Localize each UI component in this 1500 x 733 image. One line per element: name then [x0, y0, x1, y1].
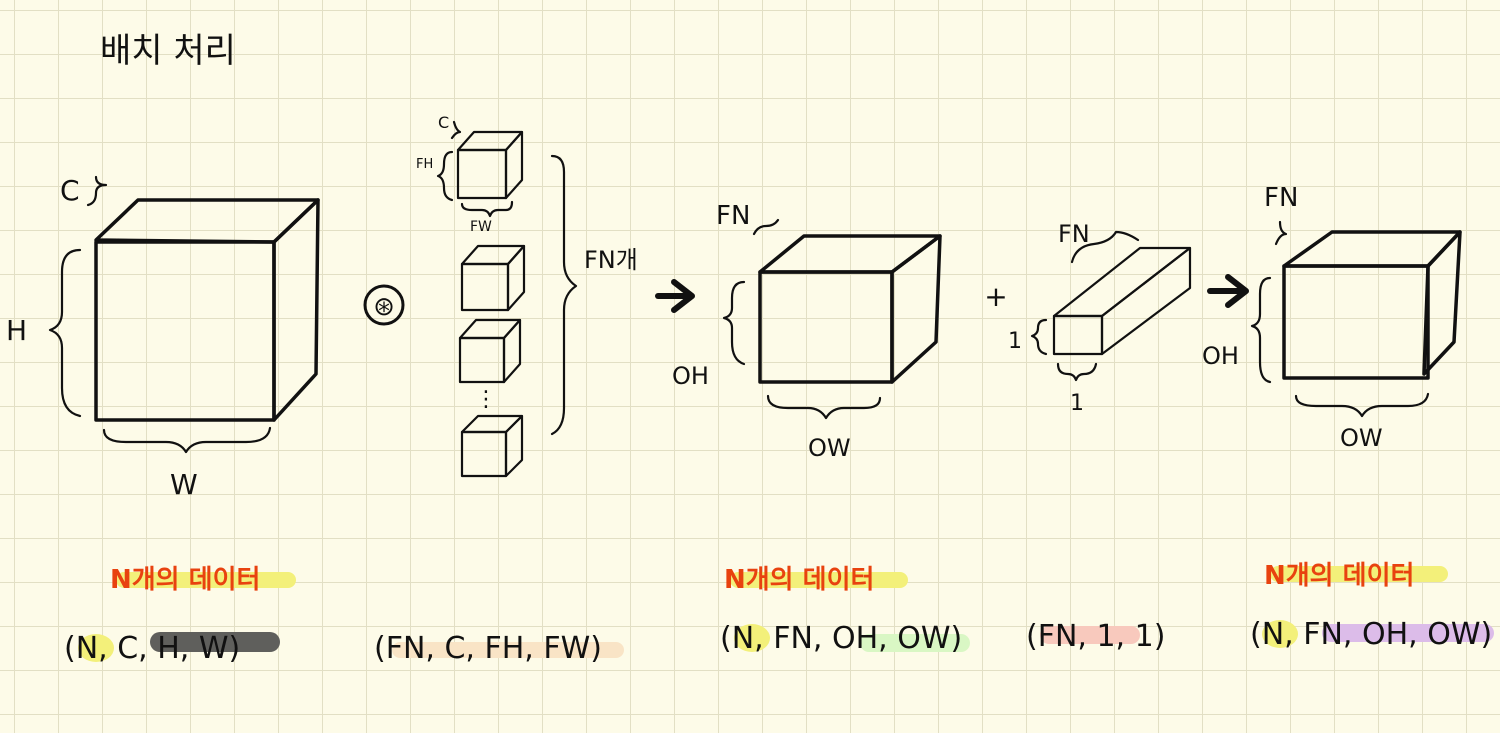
input-cube [94, 198, 320, 422]
final-oh-brace [1250, 276, 1272, 384]
filter-ellipsis: ⋮ [475, 387, 497, 412]
filter-count-label: FN개 [584, 246, 638, 274]
bias-bar [1052, 246, 1192, 356]
shape-n-highlight-2 [734, 624, 770, 652]
filter-cube-2 [460, 244, 526, 312]
shape-n-highlight-3 [1262, 620, 1298, 648]
bias-shape-highlight [1040, 626, 1140, 644]
output-oh-label: OH [672, 362, 709, 390]
final-oh-label: OH [1202, 342, 1239, 370]
output-ow-label: OW [808, 434, 851, 462]
input-cube-side [272, 198, 320, 422]
input-c-brace [86, 175, 108, 207]
caption-highlight-2 [730, 572, 908, 588]
convolution-operator-symbol: ⊛ [373, 292, 395, 322]
final-ow-brace [1294, 392, 1430, 418]
filter-fw-label: FW [470, 219, 492, 235]
final-fn-label: FN [1264, 183, 1298, 213]
output-shape: (N, FN, OH, OW) [720, 621, 962, 656]
input-cube-front [94, 240, 276, 422]
final-ow-label: OW [1340, 424, 1383, 452]
bias-shape: (FN, 1, 1) [1026, 619, 1165, 654]
final-cube [1282, 230, 1462, 380]
output-shape-highlight [860, 634, 970, 652]
bias-fn-brace [1070, 230, 1140, 264]
filter-fh-brace [436, 150, 454, 202]
shape-n-highlight-1 [78, 634, 114, 662]
final-fn-brace [1274, 220, 1288, 246]
shape-chw-highlight [150, 632, 280, 652]
input-shape: (N, C, H, W) [64, 631, 240, 666]
filter-cube-n [460, 414, 524, 478]
plus-operator: + [984, 280, 1007, 313]
bias-fn-label: FN [1058, 220, 1090, 248]
filter-count-brace [550, 154, 578, 436]
input-cube-top [94, 198, 320, 244]
final-shape: (N, FN, OH, OW) [1250, 617, 1492, 652]
filter-c-label: C [438, 113, 449, 132]
convolution-operator-icon [363, 284, 405, 326]
input-caption: N개의 데이터 [110, 565, 260, 595]
filter-fw-brace [460, 200, 514, 218]
filter-shape-highlight [392, 642, 624, 658]
bias-height-label: 1 [1008, 329, 1022, 354]
filter-shape: (FN, C, FH, FW) [374, 631, 602, 666]
right-arrow-icon-2 [1207, 274, 1249, 308]
bias-width-brace [1056, 362, 1098, 382]
input-c-label: C [60, 174, 80, 207]
filter-c-brace [450, 120, 462, 140]
output-caption: N개의 데이터 [724, 565, 874, 595]
bias-height-brace [1030, 318, 1048, 356]
output-ow-brace [766, 394, 882, 420]
output-fn-label: FN [716, 201, 750, 231]
filter-cube-1 [456, 130, 524, 200]
output-oh-brace [722, 280, 746, 366]
input-w-label: W [170, 468, 198, 501]
final-shape-highlight [1322, 624, 1494, 642]
input-h-brace [48, 248, 82, 418]
final-caption: N개의 데이터 [1264, 561, 1414, 591]
filter-fh-label: FH [416, 157, 433, 172]
diagram-title: 배치 처리 [100, 31, 236, 71]
input-h-label: H [6, 314, 27, 347]
caption-highlight-1 [116, 572, 296, 588]
right-arrow-icon [655, 279, 695, 313]
output-cube [758, 234, 942, 384]
bias-width-label: 1 [1070, 391, 1084, 416]
filter-cube-3 [458, 318, 522, 384]
input-w-brace [102, 426, 272, 454]
output-fn-brace [752, 218, 780, 236]
caption-highlight-3 [1270, 566, 1448, 582]
